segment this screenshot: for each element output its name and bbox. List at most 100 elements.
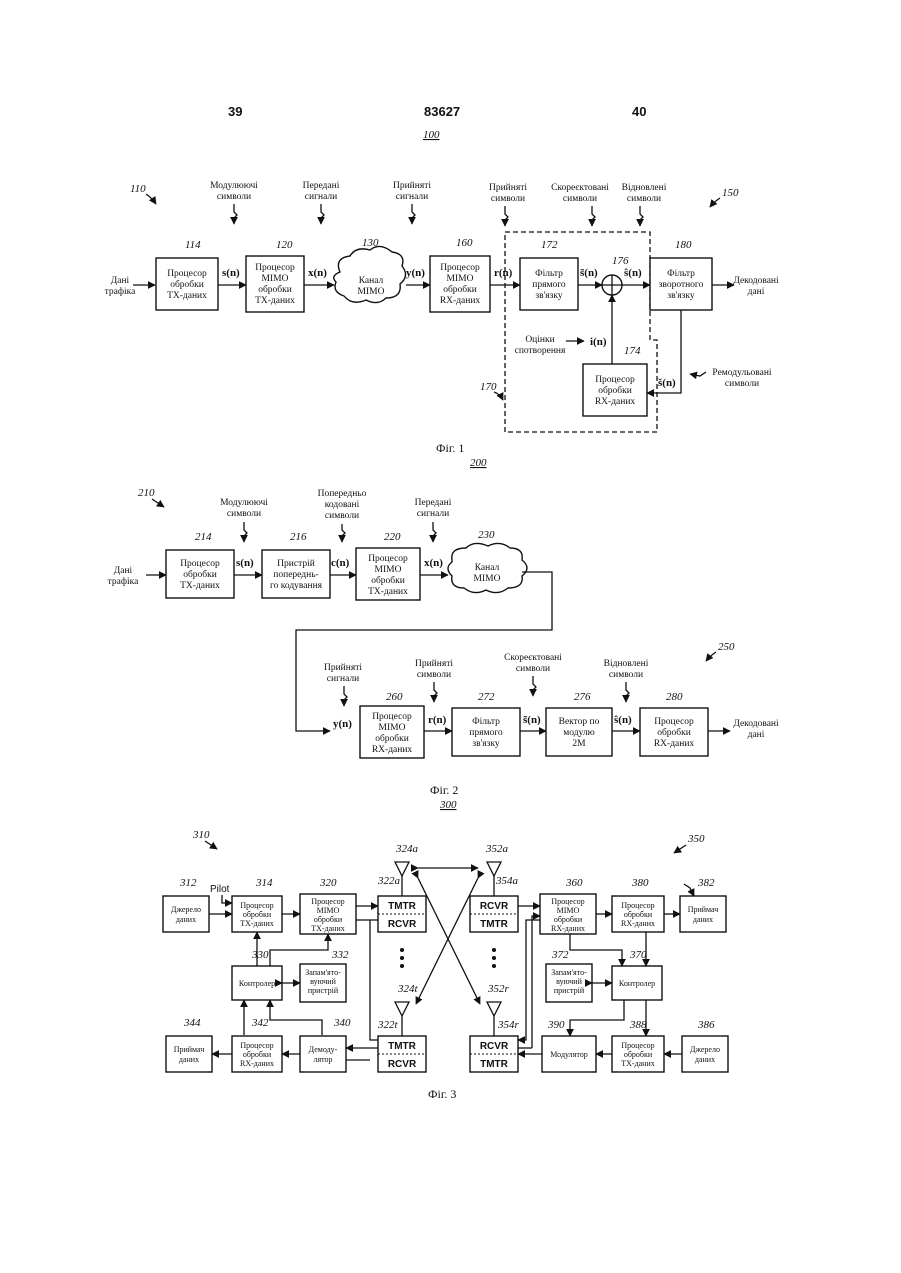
block-160-text: ПроцесорMIMOобробкиRX-даних: [440, 263, 481, 306]
block-172-text: Фільтрпрямогозв'язку: [532, 269, 566, 301]
ref-352r: 352r: [487, 983, 510, 995]
fig3-antenna-324t: 324t: [395, 983, 419, 1036]
ref-388: 388: [629, 1019, 647, 1031]
fig3-pilot-label: Pilot: [210, 884, 230, 895]
block-280-text: ПроцесоробробкиRX-даних: [654, 717, 695, 749]
ref-312: 312: [179, 877, 197, 889]
block-314-text: ПроцесоробробкиTX-даних: [240, 901, 274, 928]
block-388-text: ПроцесоробробкиTX-даних: [621, 1041, 655, 1068]
ref-114: 114: [185, 239, 201, 251]
fig3-block-370: 370 Контролер: [612, 949, 662, 1000]
fig2-sig-s-hat: ŝ(n): [614, 714, 632, 726]
fig1-sig-s-check: š(n): [658, 377, 676, 389]
ref-220: 220: [384, 531, 401, 543]
fig3-block-344: 344 Приймачданих: [166, 1017, 212, 1072]
tx-354r-top: RCVR: [480, 1041, 509, 1052]
ref-314: 314: [255, 877, 273, 889]
fig2-block-272: 272 Фільтрпрямогозв'язку: [452, 691, 520, 756]
fig2-label-precoded: Попередньокодованісимволи: [318, 489, 367, 521]
fig2-system-ref: 210: [138, 487, 155, 499]
block-390-text: Модулятор: [550, 1050, 587, 1059]
fig2-block-216: 216 Пристрійпопереднь-го кодування: [262, 531, 330, 598]
ref-370: 370: [629, 949, 647, 961]
fig1-label-tx-signals: Переданісигнали: [303, 181, 340, 202]
fig1-ref: 100: [423, 129, 440, 141]
fig3-antenna-352a: 352a: [485, 843, 509, 896]
figure-1: 100 110 150 Модулюючісимволи Переданісиг…: [105, 129, 779, 455]
ref-372: 372: [551, 949, 569, 961]
tx-354a-top: RCVR: [480, 901, 509, 912]
fig2-output-label: Декодованідані: [733, 719, 779, 740]
fig2-label-rx-symbols: Прийнятісимволи: [415, 658, 453, 680]
ref-340: 340: [333, 1017, 351, 1029]
tx-322a-top: TMTR: [388, 901, 417, 912]
ref-272: 272: [478, 691, 495, 703]
fig2-block-280: 280 ПроцесоробробкиRX-даних: [640, 691, 708, 756]
fig2-label-rx-signals: Прийнятісигнали: [324, 662, 362, 684]
fig1-sig-i: i(n): [590, 336, 607, 348]
fig2-input-label: Данітрафіка: [108, 566, 140, 587]
fig2-ref: 200: [470, 457, 487, 469]
fig3-tx-354r: 354r RCVR TMTR: [470, 1019, 520, 1072]
ref-360: 360: [565, 877, 583, 889]
ref-344: 344: [183, 1017, 201, 1029]
fig3-block-332: 332 Запам'ято-вуючийпристрій: [300, 949, 349, 1002]
ref-332: 332: [331, 949, 349, 961]
fig3-block-386: 386 Джерелоданих: [682, 1019, 728, 1072]
fig3-system-ref: 310: [192, 829, 210, 841]
fig1-block-180: 180 Фільтрзворотногозв'язку: [650, 239, 712, 310]
fig3-block-388: 388 ПроцесоробробкиTX-даних: [612, 1019, 664, 1072]
ref-260: 260: [386, 691, 403, 703]
fig3-caption: Фіг. 3: [428, 1087, 456, 1101]
fig3-block-312: 312 Джерелоданих: [163, 877, 209, 932]
block-230-text: КаналMIMO: [474, 563, 501, 584]
fig1-input-label: Данітрафіка: [105, 276, 137, 297]
fig1-label-rec-symbols: Відновленісимволи: [622, 183, 667, 204]
fig3-block-320: 320 ПроцесорMIMOобробкиTX-даних: [300, 877, 356, 934]
block-220-text: ПроцесорMIMOобробкиTX-даних: [368, 554, 408, 597]
ref-280: 280: [666, 691, 683, 703]
tx-354a-bottom: TMTR: [480, 919, 509, 930]
block-332-text: Запам'ято-вуючийпристрій: [305, 968, 341, 995]
fig1-sig-x: x(n): [308, 267, 327, 279]
fig1-block-114: 114 ПроцесоробробкиTX-даних: [156, 239, 218, 310]
fig2-caption: Фіг. 2: [430, 783, 458, 797]
fig2-sig-y: y(n): [333, 718, 352, 730]
ref-386: 386: [697, 1019, 715, 1031]
fig2-sig-s-tilde: s̃(n): [523, 714, 541, 726]
tx-322t-top: TMTR: [388, 1041, 417, 1052]
fig1-block-120: 120 ПроцесорMIMOобробкиTX-даних: [246, 239, 304, 312]
block-372-text: Запам'ято-вуючийпристрій: [551, 968, 587, 995]
fig3-block-342: 342 ПроцесоробробкиRX-даних: [232, 1017, 282, 1072]
fig2-sig-s: s(n): [236, 557, 254, 569]
fig3-block-372: 372 Запам'ято-вуючийпристрій: [546, 949, 592, 1002]
fig3-vdots-left: [400, 948, 404, 968]
block-120-text: ПроцесорMIMOобробкиTX-даних: [255, 263, 295, 306]
fig1-caption: Фіг. 1: [436, 441, 464, 455]
fig2-sig-r: r(n): [428, 714, 447, 726]
block-330-text: Контролер: [239, 979, 275, 988]
block-260-text: ПроцесорMIMOобробкиRX-даних: [372, 712, 413, 755]
block-380-text: ПроцесоробробкиRX-даних: [621, 901, 655, 928]
fig1-label-rx-signals: Прийнятісигнали: [393, 180, 431, 202]
tx-354r-bottom: TMTR: [480, 1059, 509, 1070]
fig1-remod-label: Ремодульованісимволи: [712, 368, 772, 389]
fig2-sig-x: x(n): [424, 557, 443, 569]
fig2-block-214: 214 ПроцесоробробкиTX-даних: [166, 531, 234, 598]
fig1-output-label: Декодованідані: [733, 276, 779, 297]
block-130-text: КаналMIMO: [358, 276, 385, 297]
fig3-block-360: 360 ПроцесорMIMOобробкиRX-даних: [540, 877, 596, 934]
block-174-text: ПроцесоробробкиRX-даних: [595, 375, 636, 407]
fig1-system-ref: 110: [130, 183, 146, 195]
fig3-block-380: 380 ПроцесоробробкиRX-даних: [612, 877, 664, 932]
ref-120: 120: [276, 239, 293, 251]
tx-322a-bottom: RCVR: [388, 919, 417, 930]
fig1-block-172: 172 Фільтрпрямогозв'язку: [520, 239, 578, 310]
fig2-label-rec-symbols: Відновленісимволи: [604, 659, 649, 680]
ref-324a: 324a: [395, 843, 419, 855]
ref-352a: 352a: [485, 843, 509, 855]
fig1-sig-s: s(n): [222, 267, 240, 279]
fig1-block-160: 160 ПроцесорMIMOобробкиRX-даних: [430, 237, 490, 312]
ref-172: 172: [541, 239, 558, 251]
ref-354a: 354a: [495, 875, 519, 887]
